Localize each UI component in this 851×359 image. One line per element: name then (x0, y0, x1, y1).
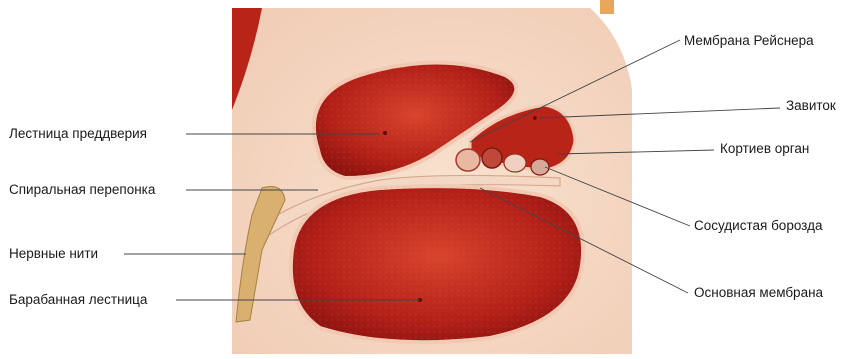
label-cochlear-duct: Завиток (786, 98, 836, 114)
label-scala-tympani: Барабанная лестница (9, 292, 147, 308)
label-stria-vascularis: Сосудистая борозда (694, 218, 822, 234)
corner-tab (600, 0, 614, 14)
label-reissner-membrane: Мембрана Рейснера (684, 33, 814, 49)
label-organ-of-corti: Кортиев орган (720, 141, 809, 157)
label-scala-vestibuli: Лестница преддверия (9, 126, 147, 142)
label-nerve-fibres: Нервные нити (9, 246, 98, 262)
label-basilar-membrane: Основная мембрана (694, 285, 823, 301)
label-spiral-lamina: Спиральная перепонка (9, 182, 155, 198)
